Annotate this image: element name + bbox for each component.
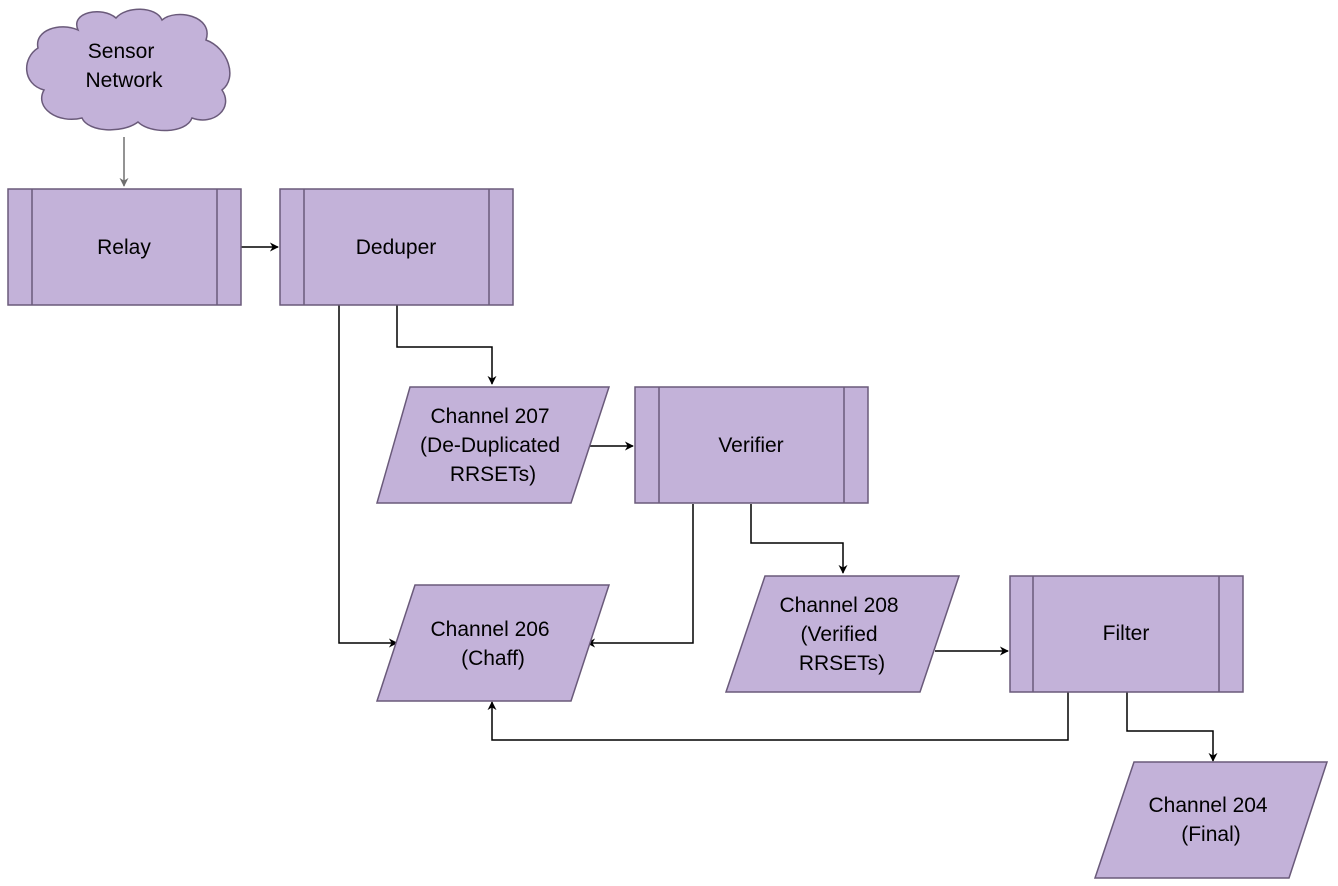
channel-204-data[interactable]: Channel 204 (Final) [1093,761,1329,879]
channel-206-parallelogram [375,584,611,702]
edge-filter-to-channel-206 [487,692,1069,741]
edge-deduper-to-channel-206 [338,305,398,648]
deduper-label: Deduper [356,236,437,259]
edge-verifier-to-channel-208 [750,504,848,574]
deduper-box [279,188,514,306]
verifier-box [634,386,869,504]
channel-206-data[interactable]: Channel 206 (Chaff) [375,584,611,702]
channel-208-parallelogram [724,575,961,693]
edge-filter-to-channel-204 [1126,692,1218,762]
cloud-shape [25,8,231,132]
edge-verifier-to-channel-206 [586,504,694,648]
channel-208-label: Channel 208 (Verified RRSETs) [780,594,905,675]
channel-208-data[interactable]: Channel 208 (Verified RRSETs) [724,575,961,693]
deduper-process[interactable]: Deduper [279,188,514,306]
filter-process[interactable]: Filter [1009,575,1244,693]
edge-deduper-to-channel-207 [396,305,497,385]
relay-process[interactable]: Relay [7,188,242,306]
sensor-network-cloud[interactable]: Sensor Network [25,8,231,132]
channel-207-data[interactable]: Channel 207 (De-Duplicated RRSETs) [376,386,611,504]
verifier-process[interactable]: Verifier [634,386,869,504]
sensor-network-label: Sensor Network [85,40,163,92]
channel-204-label: Channel 204 (Final) [1149,794,1274,846]
filter-label: Filter [1103,622,1150,645]
connectors [119,137,1218,762]
channel-204-parallelogram [1093,761,1329,879]
channel-207-label: Channel 207 (De-Duplicated RRSETs) [420,405,566,486]
relay-label: Relay [97,236,151,259]
channel-207-parallelogram [376,386,611,504]
filter-box [1009,575,1244,693]
relay-box [7,188,242,306]
verifier-label: Verifier [718,434,783,457]
channel-206-label: Channel 206 (Chaff) [431,618,556,670]
